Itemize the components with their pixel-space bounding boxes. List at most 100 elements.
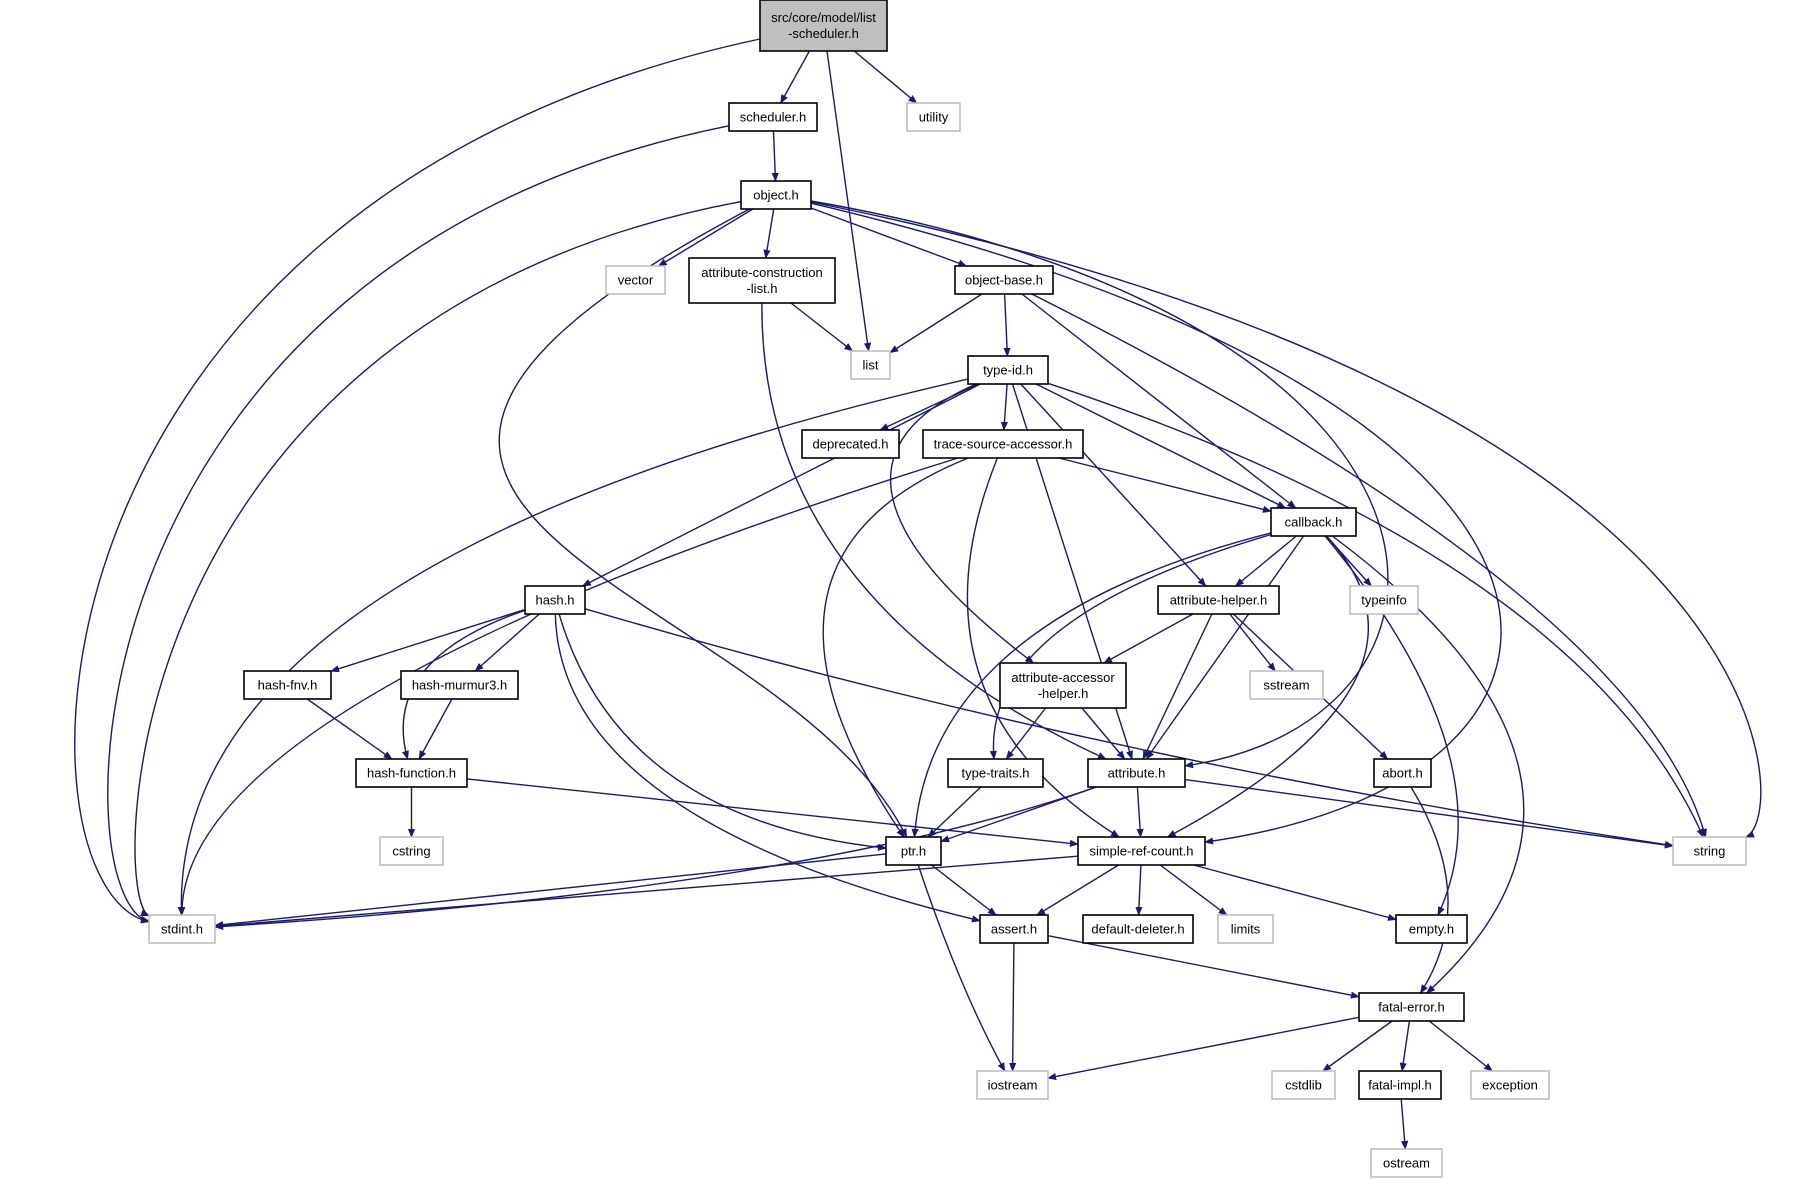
edge-object-to-string <box>810 201 1762 838</box>
node-label: typeinfo <box>1361 593 1407 608</box>
edge-object-to-src <box>810 202 1502 845</box>
node-hashmurmur[interactable]: hash-murmur3.h <box>400 670 519 700</box>
node-label: string <box>1694 844 1726 859</box>
edge-object-to-acl <box>763 208 775 259</box>
node-label: callback.h <box>1285 515 1343 530</box>
node-box <box>1358 1070 1442 1100</box>
edge-object-to-attribute <box>810 200 1389 769</box>
node-label: type-id.h <box>983 363 1033 378</box>
node-box <box>1217 914 1274 944</box>
node-box <box>947 758 1044 788</box>
edge-attrhelper-to-sstream <box>1229 613 1276 672</box>
node-label: -helper.h <box>1038 686 1089 701</box>
node-callback[interactable]: callback.h <box>1270 507 1357 537</box>
node-box <box>1395 914 1468 944</box>
node-label: abort.h <box>1382 766 1422 781</box>
edge-attrhelper-to-attribute <box>1142 613 1213 760</box>
edge-tsa-to-ptr <box>822 457 969 838</box>
edge-ptr-to-assert <box>931 864 997 916</box>
edge-tsa-to-callback <box>1058 457 1272 513</box>
node-list: list <box>850 350 891 380</box>
node-label: limits <box>1231 922 1261 937</box>
edge-objbase-to-callback <box>1021 293 1297 509</box>
edge-hashfunc-to-src <box>466 778 1079 847</box>
node-defdel[interactable]: default-deleter.h <box>1082 914 1194 944</box>
edge-attribute-to-src <box>1136 786 1144 838</box>
edge-hashmurmur-to-hashfunc <box>418 698 453 760</box>
node-box <box>999 662 1127 709</box>
node-fatalimpl[interactable]: fatal-impl.h <box>1358 1070 1442 1100</box>
node-objbase[interactable]: object-base.h <box>954 265 1054 295</box>
edge-root-to-utility <box>853 50 918 104</box>
node-string: string <box>1672 836 1747 866</box>
node-iostream: iostream <box>976 1070 1049 1100</box>
edge-callback-to-ptr <box>911 532 1272 838</box>
edge-ptr-to-stdint <box>214 853 887 929</box>
node-typeid[interactable]: type-id.h <box>967 355 1049 385</box>
node-box <box>906 102 961 132</box>
node-ptr[interactable]: ptr.h <box>885 836 942 866</box>
node-label: attribute.h <box>1108 766 1166 781</box>
edge-typeid-to-hash <box>581 383 981 587</box>
node-label: default-deleter.h <box>1091 922 1184 937</box>
node-tsa[interactable]: trace-source-accessor.h <box>922 429 1084 459</box>
node-box <box>885 836 942 866</box>
file-nodes: src/core/model/list-scheduler.h scheduler… <box>148 0 1747 1178</box>
node-abort[interactable]: abort.h <box>1373 758 1432 788</box>
node-deprecated[interactable]: deprecated.h <box>801 429 900 459</box>
edge-hash-to-hashfnv <box>330 608 526 673</box>
node-hashfnv[interactable]: hash-fnv.h <box>243 670 332 700</box>
node-fatalerror[interactable]: fatal-error.h <box>1358 992 1465 1022</box>
node-object[interactable]: object.h <box>740 180 812 210</box>
node-label: src/core/model/list <box>771 10 876 25</box>
edge-src-to-empty <box>1193 864 1397 921</box>
node-box <box>728 102 818 132</box>
node-aah[interactable]: attribute-accessor-helper.h <box>999 662 1127 709</box>
node-box <box>976 1070 1049 1100</box>
node-label: deprecated.h <box>813 437 889 452</box>
node-attribute[interactable]: attribute.h <box>1087 758 1186 788</box>
edge-fatalerror-to-cstdlib <box>1322 1020 1393 1072</box>
dependency-edges <box>74 38 1762 1150</box>
node-box <box>1470 1070 1550 1100</box>
node-hash[interactable]: hash.h <box>524 585 586 615</box>
node-assert[interactable]: assert.h <box>979 914 1049 944</box>
edge-attrhelper-to-aah <box>1103 613 1194 664</box>
node-label: vector <box>618 273 654 288</box>
node-box <box>954 265 1054 295</box>
edge-aah-to-typetraits <box>1005 707 1047 760</box>
node-label: hash.h <box>535 593 574 608</box>
edge-object-to-ptr <box>498 208 908 838</box>
node-label: cstdlib <box>1285 1078 1322 1093</box>
node-label: type-traits.h <box>962 766 1030 781</box>
edge-fatalerror-to-exception <box>1428 1020 1494 1072</box>
node-hashfunc[interactable]: hash-function.h <box>355 758 468 788</box>
edge-assert-to-iostream <box>1009 942 1017 1072</box>
node-stdint: stdint.h <box>148 914 216 944</box>
edge-attribute-to-string <box>1184 778 1674 849</box>
node-cstring: cstring <box>379 836 444 866</box>
node-typetraits[interactable]: type-traits.h <box>947 758 1044 788</box>
node-cstdlib: cstdlib <box>1271 1070 1336 1100</box>
node-box <box>1249 670 1324 700</box>
node-empty[interactable]: empty.h <box>1395 914 1468 944</box>
edge-typeid-to-tsa <box>1000 383 1009 431</box>
node-label: -list.h <box>746 281 777 296</box>
node-attrhelper[interactable]: attribute-helper.h <box>1157 585 1280 615</box>
node-box <box>967 355 1049 385</box>
node-src[interactable]: simple-ref-count.h <box>1077 836 1206 866</box>
edge-src-to-assert <box>1036 864 1119 916</box>
edge-tsa-to-stdint <box>178 457 959 916</box>
edge-root-to-list <box>826 50 872 352</box>
edge-aah-to-attribute <box>1081 707 1126 760</box>
node-box <box>801 429 900 459</box>
node-root[interactable]: src/core/model/list-scheduler.h <box>759 0 888 52</box>
node-acl[interactable]: attribute-construction-list.h <box>688 257 836 304</box>
node-box <box>1349 585 1419 615</box>
edge-acl-to-list <box>790 302 854 352</box>
edge-assert-to-fatalerror <box>1047 935 1360 999</box>
edge-src-to-stdint <box>214 855 1079 930</box>
node-scheduler[interactable]: scheduler.h <box>728 102 818 132</box>
node-box <box>148 914 216 944</box>
node-box <box>1157 585 1280 615</box>
